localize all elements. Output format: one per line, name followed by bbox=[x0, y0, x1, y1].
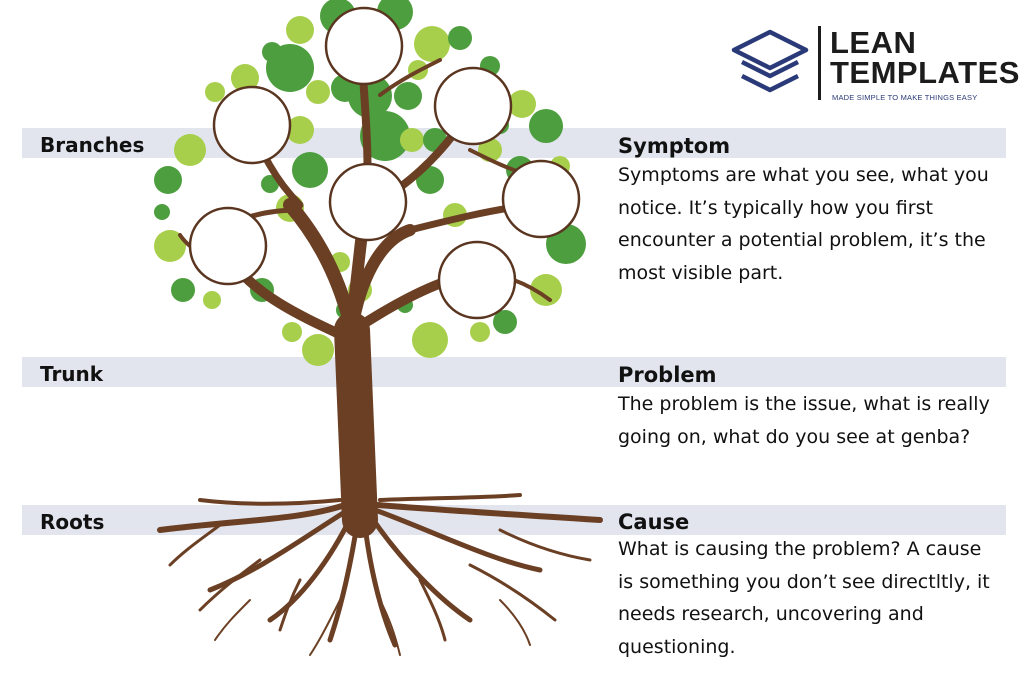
roots-label: Roots bbox=[40, 510, 105, 534]
empty-circle bbox=[328, 162, 408, 242]
symptom-description: Symptoms are what you see, what you noti… bbox=[618, 164, 989, 284]
empty-circle bbox=[324, 6, 404, 86]
cause-description: What is causing the problem? A cause is … bbox=[618, 538, 990, 658]
trunk-label: Trunk bbox=[40, 362, 104, 386]
logo-title-line2: TEMPLATES bbox=[830, 55, 1020, 90]
logo-title-line1: LEAN bbox=[830, 25, 917, 60]
problem-description: The problem is the issue, what is really… bbox=[618, 393, 990, 448]
logo-tagline: MADE SIMPLE TO MAKE THINGS EASY bbox=[832, 93, 978, 102]
problem-heading: Problem bbox=[618, 363, 717, 387]
empty-circle bbox=[437, 240, 517, 320]
empty-circle bbox=[212, 85, 292, 165]
logo-title: LEAN TEMPLATES bbox=[830, 25, 1020, 90]
cause-heading: Cause bbox=[618, 510, 690, 534]
leaf-cluster bbox=[154, 0, 586, 366]
lean-templates-logo: LEAN TEMPLATES MADE SIMPLE TO MAKE THING… bbox=[730, 24, 1019, 104]
symptom-heading: Symptom bbox=[618, 134, 731, 158]
stacked-layers-icon bbox=[731, 29, 809, 93]
trunk-band bbox=[22, 357, 1006, 387]
empty-circle bbox=[501, 159, 581, 239]
empty-circles bbox=[188, 6, 581, 320]
branches-label: Branches bbox=[40, 133, 145, 157]
tree-roots bbox=[157, 493, 603, 656]
logo-divider bbox=[818, 26, 821, 100]
empty-circle bbox=[433, 66, 513, 146]
empty-circle bbox=[188, 206, 268, 286]
